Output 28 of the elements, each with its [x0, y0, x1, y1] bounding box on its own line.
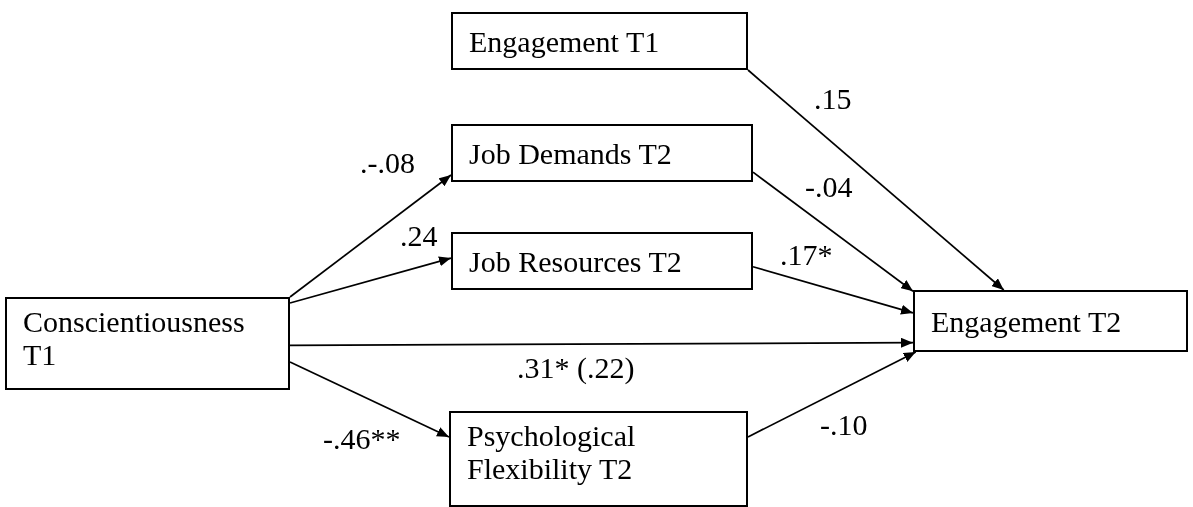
variable-name: Job Resources T2 — [469, 244, 683, 278]
path-arrow — [747, 351, 917, 438]
variable-box — [5, 297, 290, 390]
variable-name: Engagement T2 — [931, 304, 1123, 338]
path-arrow — [289, 361, 450, 438]
path-arrow — [747, 69, 1005, 291]
path-coefficient: .17* — [780, 240, 833, 270]
variable-box — [451, 12, 748, 70]
path-arrow — [289, 174, 452, 298]
variable-name: Job Demands T2 — [469, 136, 673, 170]
path-coefficient: -.46** — [323, 424, 401, 454]
path-coefficient: -.04 — [805, 172, 853, 202]
path-coefficient: -.10 — [820, 410, 868, 440]
variable-box — [913, 290, 1188, 352]
path-arrow — [289, 256, 452, 304]
variable-name: Conscientiousness T1 — [23, 305, 246, 371]
variable-name: Engagement T1 — [469, 24, 661, 58]
variable-box — [451, 232, 753, 290]
path-arrow — [752, 265, 914, 315]
variable-box — [449, 411, 748, 507]
path-arrow — [289, 337, 914, 348]
variable-box — [451, 124, 753, 182]
path-coefficient: .24 — [400, 221, 438, 251]
path-coefficient: .31* (.22) — [517, 353, 635, 383]
variable-name: Psychological Flexibility T2 — [467, 419, 637, 485]
path-coefficient: .15 — [814, 84, 852, 114]
path-coefficient: .-.08 — [360, 148, 415, 178]
path-arrow — [752, 171, 914, 293]
